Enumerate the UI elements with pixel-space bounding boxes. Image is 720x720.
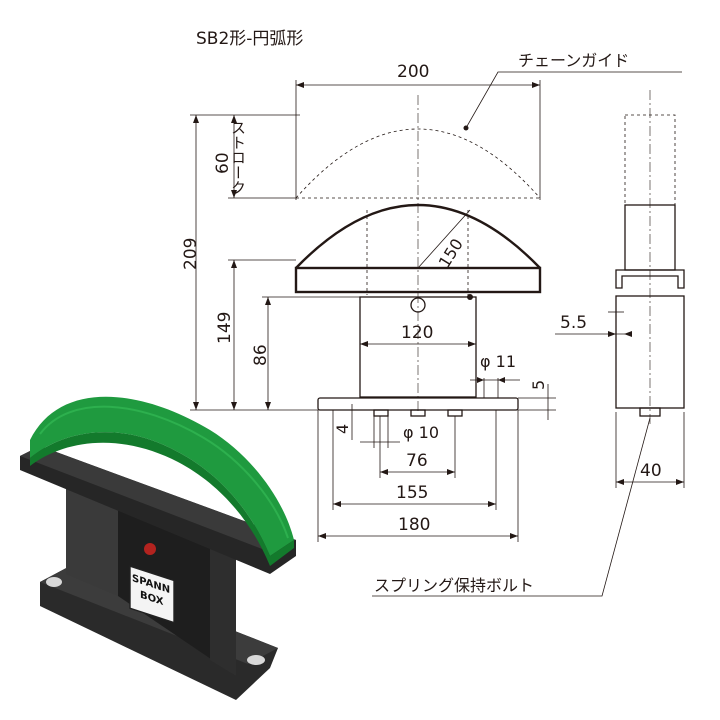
photo-green-guide-side [30,432,294,566]
dim-155-label: 155 [396,483,428,503]
dim-11-label: φ 11 [480,352,516,371]
side-bolt [639,407,661,417]
body-corner-dot [467,294,473,300]
spring-bolt-leader [372,417,651,597]
product-photo: SPANN BOX [20,396,296,700]
dim-4-label: 4 [333,424,352,434]
dim-76-label: 76 [406,451,428,471]
bolt-left [373,409,389,417]
photo-label-plate [129,565,175,624]
dim-10-label: φ 10 [403,423,439,442]
dim-55-label: 5.5 [560,313,587,333]
dim-209-label: 209 [181,238,201,270]
dim-40-arrows [616,479,684,485]
photo-body-left [66,488,118,596]
dim-76-arrows [380,469,455,475]
photo-base-hole-right [247,655,265,665]
spring-bolt-label: スプリング保持ボルト [374,576,534,595]
side-view: 5.5 40 スプリング保持ボルト [372,90,685,597]
dim-55-arrows [608,331,632,337]
photo-base-hole-left [46,577,62,587]
stroke-label: ストローク [229,120,247,195]
dim-11-arrows [477,377,505,383]
dim-150-label: 150 [435,235,467,271]
bolt-center [410,409,426,417]
dim-149-label: 149 [215,312,235,344]
chain-guide-label: チェーンガイド [518,51,629,70]
photo-body-edge [210,540,236,676]
drawing-title: SB2形-円弧形 [196,29,303,49]
radius-leader [417,209,471,269]
bolt-right [447,409,463,417]
dim-120-label: 120 [401,323,433,343]
side-guide-channel [615,269,685,289]
front-view: 200 チェーンガイド 150 120 φ 11 [181,51,682,542]
photo-green-guide-highlight [39,405,289,539]
dim-180-label: 180 [398,515,430,535]
chain-guide-arc [295,203,541,269]
dim-60-label: 60 [213,152,233,174]
dim-5-label: 5 [529,380,548,390]
photo-guide-frame-top [20,446,296,552]
photo-green-guide-top [30,396,294,556]
chain-guide-extended-arc [295,128,541,199]
dim-86-label: 86 [251,344,271,366]
dim-40-label: 40 [640,461,662,481]
dim-200-label: 200 [397,62,429,82]
photo-red-indicator [144,543,156,555]
chain-guide-leader [465,71,682,129]
body-block [359,296,477,398]
spring-hole [410,297,426,313]
